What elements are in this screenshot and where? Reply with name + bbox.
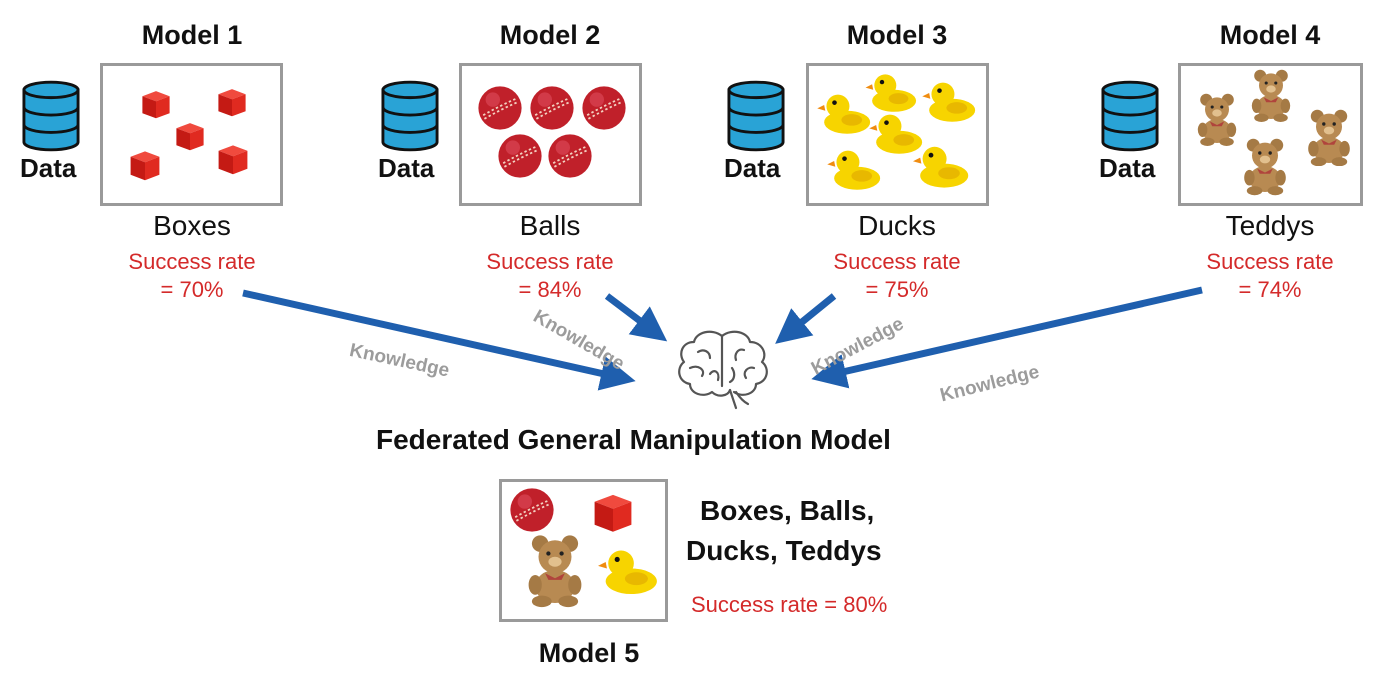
model-3-data-label: Data — [724, 153, 781, 183]
model-1-success-rate-label: Success rate — [128, 249, 256, 274]
model-1-image-frame — [100, 63, 283, 206]
model-4-title: Model 4 — [1219, 20, 1321, 50]
model-1-object-label: Boxes — [153, 210, 231, 241]
arrow-model-1 — [242, 289, 636, 391]
model-2-image-frame — [459, 63, 642, 206]
model-3-success-rate-label: Success rate — [833, 249, 961, 274]
model-2-title: Model 2 — [499, 20, 601, 50]
arrow-model-2 — [604, 293, 668, 342]
model-2-success-rate-label: Success rate — [486, 249, 614, 274]
model-1-title: Model 1 — [141, 20, 243, 50]
model-3-title: Model 3 — [846, 20, 948, 50]
model-2-object-label: Balls — [519, 210, 581, 241]
model-2-success-rate-value: = 84% — [518, 277, 582, 302]
model-4-image-frame — [1178, 63, 1363, 206]
arrow-model-4 — [811, 286, 1203, 389]
model-2-data-label: Data — [378, 153, 435, 183]
red-box-icon — [594, 494, 632, 532]
model-4-data-label: Data — [1099, 153, 1156, 183]
federated-model-title: Federated General Manipulation Model — [376, 424, 891, 455]
combined-objects-line-2: Ducks, Teddys — [686, 535, 882, 566]
model-1-success-rate-value: = 70% — [160, 277, 224, 302]
model-4-success-rate-value: = 74% — [1238, 277, 1302, 302]
model-5-title: Model 5 — [538, 638, 640, 668]
model-1-data-label: Data — [20, 153, 77, 183]
combined-objects-line-1: Boxes, Balls, — [700, 495, 875, 526]
mixed-objects-image — [509, 487, 657, 608]
model-4-object-label: Teddys — [1225, 210, 1315, 241]
model-4-success-rate-label: Success rate — [1206, 249, 1334, 274]
arrow-model-3 — [775, 293, 837, 344]
brain-icon — [678, 330, 768, 410]
model-3-success-rate-value: = 75% — [865, 277, 929, 302]
teddy-bear-icon — [528, 535, 582, 608]
rubber-duck-icon — [598, 550, 657, 595]
model-5-success-rate: Success rate = 80% — [691, 592, 888, 617]
cricket-ball-icon — [509, 487, 555, 533]
model-3-object-label: Ducks — [858, 210, 936, 241]
model-5-image-frame — [499, 479, 668, 622]
model-3-image-frame — [806, 63, 989, 206]
